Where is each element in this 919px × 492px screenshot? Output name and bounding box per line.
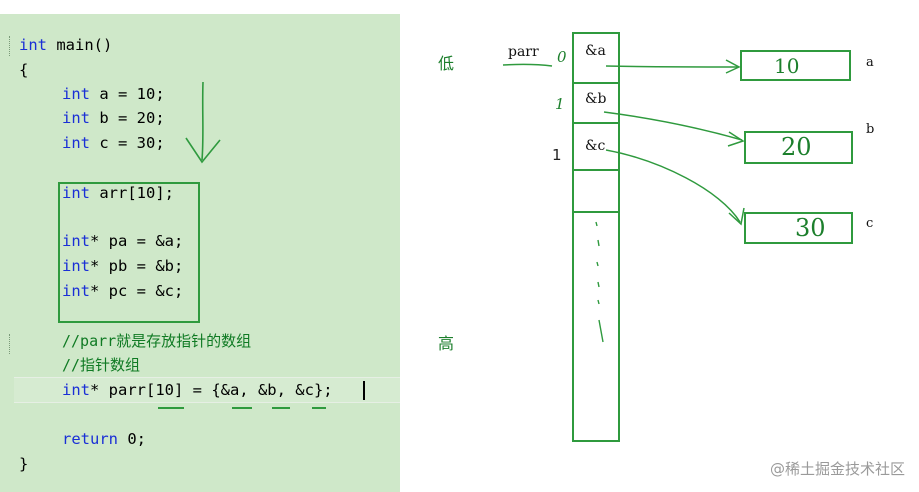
box-b xyxy=(744,131,853,164)
code-line-close-brace[interactable]: } xyxy=(19,453,28,475)
underline-mark xyxy=(232,407,252,409)
fold-marker[interactable] xyxy=(9,334,15,354)
arrow-a-head xyxy=(725,59,741,74)
keyword: int xyxy=(62,381,90,399)
code-text: a = 10; xyxy=(90,85,165,103)
keyword: int xyxy=(62,257,90,275)
code-line-pc[interactable]: int* pc = &c; xyxy=(62,280,183,302)
code-line-parr[interactable]: int* parr[10] = {&a, &b, &c}; xyxy=(62,379,333,401)
code-line-c[interactable]: int c = 30; xyxy=(62,132,165,154)
code-line-main[interactable]: int main() xyxy=(19,34,112,56)
keyword: int xyxy=(62,109,90,127)
box-c xyxy=(744,212,853,244)
code-line-b[interactable]: int b = 20; xyxy=(62,107,165,129)
code-text: main() xyxy=(47,36,113,54)
code-text: b = 20; xyxy=(90,109,165,127)
low-address-label: 低 xyxy=(438,54,455,73)
parr-underline xyxy=(502,63,553,67)
box-c-name: c xyxy=(866,216,874,231)
cell-addr-b: &b xyxy=(585,91,607,107)
code-text: * pa = &a; xyxy=(90,232,184,250)
code-line-pa[interactable]: int* pa = &a; xyxy=(62,230,183,252)
high-address-label: 高 xyxy=(438,334,455,353)
keyword: return xyxy=(62,430,118,448)
down-arrow-icon xyxy=(185,81,221,164)
keyword: int xyxy=(62,282,90,300)
keyword: int xyxy=(62,184,90,202)
index-label: 1 xyxy=(552,146,562,164)
current-line-highlight xyxy=(14,377,400,403)
keyword: int xyxy=(62,85,90,103)
code-text: * parr[10] = {&a, &b, &c}; xyxy=(90,381,333,399)
code-comment[interactable]: //parr就是存放指针的数组 xyxy=(62,330,251,352)
watermark: @稀土掘金技术社区 xyxy=(769,460,905,478)
code-text: 0; xyxy=(118,430,146,448)
array-column xyxy=(572,32,620,442)
box-a xyxy=(740,50,851,81)
box-a-value: 10 xyxy=(774,54,800,78)
code-text: arr[10]; xyxy=(90,184,174,202)
cell-addr-a: &a xyxy=(585,43,606,59)
continuation-marks xyxy=(595,221,604,343)
arrow-a xyxy=(605,65,739,68)
underline-mark xyxy=(312,407,326,409)
box-a-name: a xyxy=(866,55,874,70)
code-text: { xyxy=(19,61,29,79)
arrow-b-head xyxy=(727,131,745,147)
box-c-value: 30 xyxy=(795,214,826,242)
cell-addr-c: &c xyxy=(585,138,606,154)
code-line-return[interactable]: return 0; xyxy=(62,428,146,450)
array-name-label: parr xyxy=(508,44,539,60)
underline-mark xyxy=(158,407,184,409)
keyword: int xyxy=(19,36,47,54)
underline-mark xyxy=(272,407,290,409)
arrow-b xyxy=(603,111,743,141)
code-line-arr[interactable]: int arr[10]; xyxy=(62,182,174,204)
comment-text: //指针数组 xyxy=(62,356,141,374)
arrow-c-head xyxy=(728,207,745,226)
arrow-c xyxy=(605,149,741,223)
box-b-name: b xyxy=(866,122,875,137)
code-text: * pc = &c; xyxy=(90,282,184,300)
code-text: * pb = &b; xyxy=(90,257,184,275)
code-line-pb[interactable]: int* pb = &b; xyxy=(62,255,183,277)
code-comment[interactable]: //指针数组 xyxy=(62,354,140,376)
index-label: 1 xyxy=(555,95,565,113)
index-label: 0 xyxy=(557,48,567,66)
code-editor-panel[interactable]: int main() { int a = 10; int b = 20; int… xyxy=(0,14,400,492)
comment-text: //parr就是存放指针的数组 xyxy=(62,332,252,350)
pointer-declarations-box xyxy=(58,182,200,323)
code-text: c = 30; xyxy=(90,134,165,152)
text-caret xyxy=(363,381,365,400)
keyword: int xyxy=(62,232,90,250)
fold-marker[interactable] xyxy=(9,36,15,56)
keyword: int xyxy=(62,134,90,152)
code-line-a[interactable]: int a = 10; xyxy=(62,83,165,105)
box-b-value: 20 xyxy=(781,133,812,161)
code-line-open-brace[interactable]: { xyxy=(19,59,28,81)
code-text: } xyxy=(19,455,29,473)
